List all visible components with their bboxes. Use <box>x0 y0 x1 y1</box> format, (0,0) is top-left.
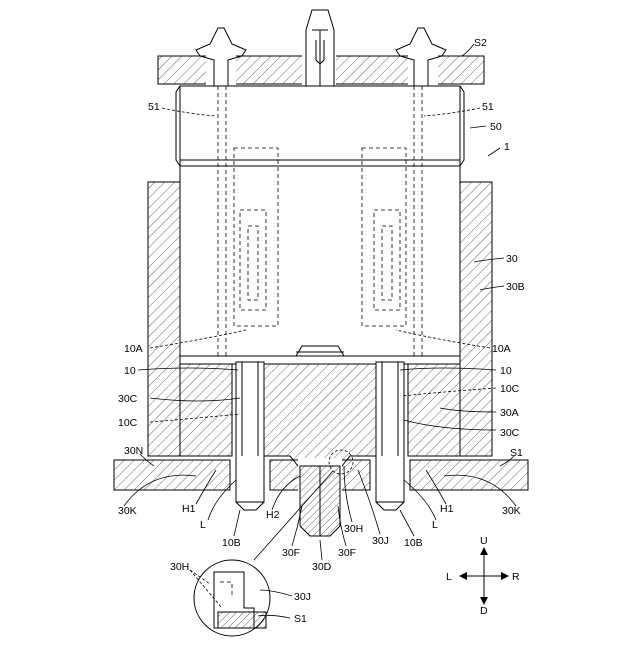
label-51-left: 51 <box>148 101 160 113</box>
label-l-right: L <box>432 519 438 531</box>
label-l-left: L <box>200 519 206 531</box>
label-30b: 30B <box>506 281 525 293</box>
label-h2: H2 <box>266 509 280 521</box>
label-10a-right: 10A <box>492 343 511 355</box>
housing-30 <box>148 166 492 466</box>
top-board-s2 <box>158 54 484 86</box>
label-30: 30 <box>506 253 518 265</box>
compass-right: R <box>512 571 520 583</box>
label-30h-detail: 30H <box>170 561 189 573</box>
label-s1-detail: S1 <box>294 613 307 625</box>
label-30h: 30H <box>344 523 363 535</box>
label-30f-left: 30F <box>282 547 300 559</box>
label-50: 50 <box>490 121 502 133</box>
compass-up: U <box>480 535 488 547</box>
label-10-left: 10 <box>124 365 136 377</box>
label-10b-right: 10B <box>404 537 423 549</box>
label-1: 1 <box>504 141 510 153</box>
label-10-right: 10 <box>500 365 512 377</box>
label-10a-left: 10A <box>124 343 143 355</box>
label-30c-left: 30C <box>118 393 138 405</box>
label-30f-right: 30F <box>338 547 356 559</box>
label-30j: 30J <box>372 535 389 547</box>
label-30n: 30N <box>124 445 143 457</box>
label-h1-right: H1 <box>440 503 454 515</box>
compass-down: D <box>480 605 488 617</box>
label-10c-left: 10C <box>118 417 138 429</box>
label-30c-right: 30C <box>500 427 520 439</box>
compass-left: L <box>446 571 452 583</box>
label-30j-detail: 30J <box>294 591 311 603</box>
label-h1-left: H1 <box>182 503 196 515</box>
direction-compass: U D L R <box>446 535 520 617</box>
label-30k-left: 30K <box>118 505 137 517</box>
label-51-right: 51 <box>482 101 494 113</box>
label-30d: 30D <box>312 561 332 573</box>
label-10c-right: 10C <box>500 383 520 395</box>
label-10b-left: 10B <box>222 537 241 549</box>
connector-50 <box>176 86 464 166</box>
label-30a: 30A <box>500 407 519 419</box>
label-s2: S2 <box>474 37 487 49</box>
label-s1: S1 <box>510 447 523 459</box>
label-30k-right: 30K <box>502 505 521 517</box>
